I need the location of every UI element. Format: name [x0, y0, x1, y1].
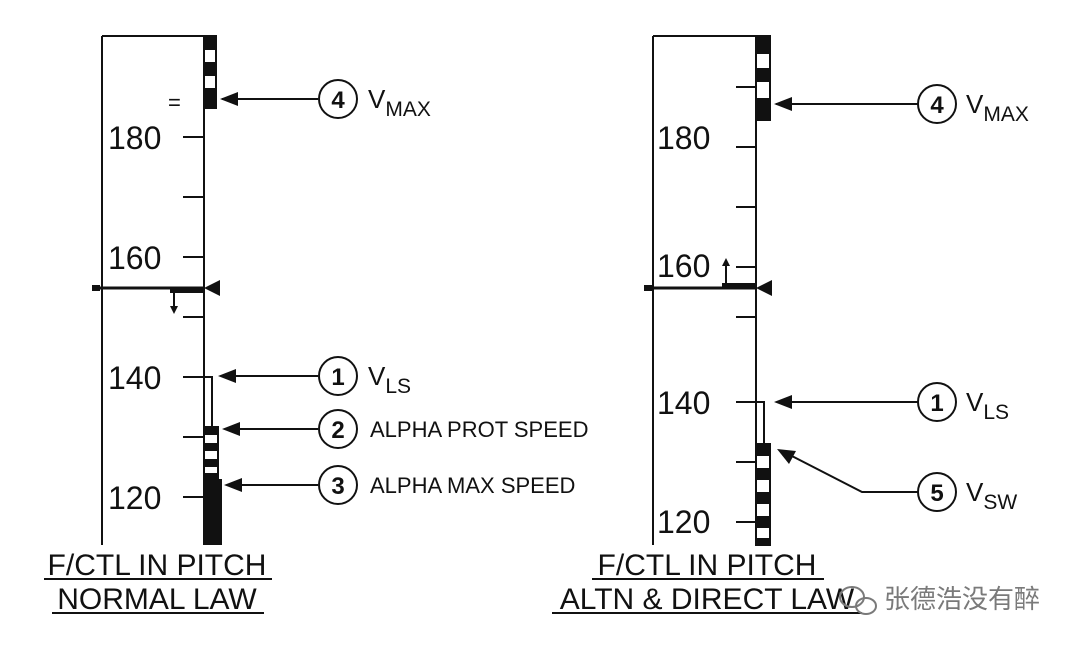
right-speed-tape: 180 160 140 120: [552, 35, 1029, 616]
left-scale-label-180: 180: [108, 120, 161, 156]
right-callout-number-1: 1: [930, 390, 943, 417]
right-callout-label-vls: VLS: [966, 387, 1009, 424]
watermark-text: 张德浩没有醉: [884, 584, 1040, 614]
left-vls-strip: [203, 376, 213, 430]
right-scale-label-140: 140: [657, 385, 710, 421]
left-caption-line2: NORMAL LAW: [57, 583, 257, 616]
left-callout-alpha-max: 3 ALPHA MAX SPEED: [224, 465, 575, 505]
right-callout-number-4: 4: [930, 92, 944, 119]
left-callout-number-4: 4: [331, 87, 345, 114]
right-vsw-barber-pole: [755, 443, 771, 546]
watermark: 张德浩没有醉: [839, 584, 1040, 615]
right-caption-line1: F/CTL IN PITCH: [598, 549, 817, 582]
right-callout-vmax: 4 VMAX: [774, 84, 1029, 126]
left-speed-pointer-triangle: [204, 280, 220, 296]
right-vls-strip: [755, 401, 765, 445]
right-scale-ticks: [736, 86, 756, 523]
left-vmax-barber-pole: [203, 35, 217, 109]
right-callout-label-vsw: VSW: [966, 477, 1017, 514]
left-equals-mark: =: [168, 90, 181, 115]
left-callout-label-alpha-prot: ALPHA PROT SPEED: [370, 417, 588, 442]
left-caption-line1: F/CTL IN PITCH: [48, 549, 267, 582]
left-callout-number-3: 3: [331, 473, 344, 500]
right-scale-label-180: 180: [657, 120, 710, 156]
left-callout-vls: 1 VLS: [218, 356, 411, 398]
left-callout-vmax: 4 VMAX: [220, 79, 431, 121]
right-scale-label-160: 160: [657, 248, 710, 284]
left-callout-number-2: 2: [331, 417, 344, 444]
left-callout-alpha-prot: 2 ALPHA PROT SPEED: [222, 409, 588, 449]
right-callout-label-vmax: VMAX: [966, 89, 1029, 126]
left-speed-tape: 180 160 140 120 =: [44, 35, 588, 616]
left-scale-ticks: [183, 136, 204, 498]
left-callout-number-1: 1: [331, 364, 344, 391]
right-callout-vsw: 5 VSW: [777, 449, 1017, 514]
right-callout-vls: 1 VLS: [774, 382, 1009, 424]
left-scale-label-120: 120: [108, 480, 161, 516]
right-speed-pointer-triangle: [756, 280, 772, 296]
wechat-icon: [839, 586, 877, 615]
right-vmax-barber-pole: [755, 35, 771, 121]
left-alpha-prot-strip: [203, 426, 219, 480]
right-scale-label-120: 120: [657, 504, 710, 540]
left-callout-label-alpha-max: ALPHA MAX SPEED: [370, 473, 575, 498]
right-caption-line2: ALTN & DIRECT LAW: [560, 583, 855, 616]
left-alpha-max-strip: [204, 479, 222, 545]
left-scale-label-140: 140: [108, 360, 161, 396]
left-callout-label-vls: VLS: [368, 361, 411, 398]
right-callout-number-5: 5: [930, 480, 943, 507]
left-scale-label-160: 160: [108, 240, 161, 276]
left-callout-label-vmax: VMAX: [368, 84, 431, 121]
